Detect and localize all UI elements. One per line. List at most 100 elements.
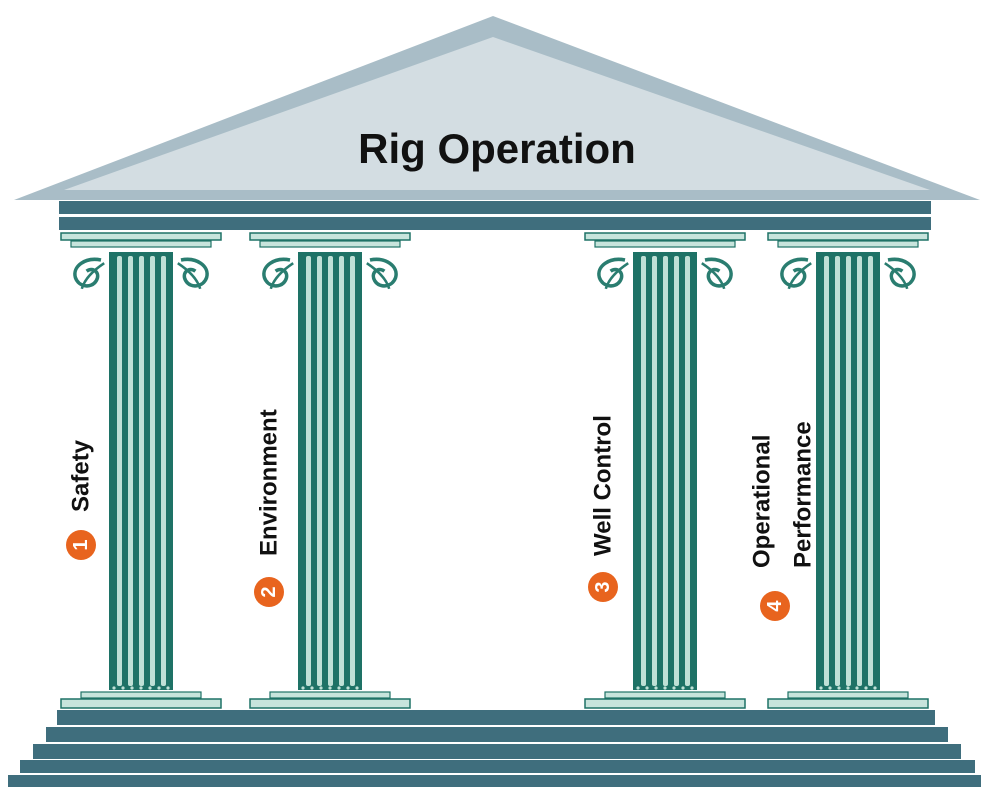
volute-right-icon	[883, 257, 916, 291]
column-flute	[846, 256, 851, 686]
column-echinus	[594, 240, 736, 248]
column-flute	[328, 256, 333, 686]
column-1	[60, 232, 222, 709]
roof-inner	[64, 37, 930, 190]
step-4	[20, 760, 975, 773]
column-base-dot	[328, 686, 332, 690]
badge-number: 3	[592, 581, 614, 592]
pillar-label-text: Well Control	[590, 415, 617, 556]
pillar-label-text: Environment	[256, 409, 283, 556]
column-flute	[161, 256, 166, 686]
column-base-dot	[663, 686, 667, 690]
column-base-dot	[346, 686, 350, 690]
badge-circle	[254, 577, 284, 607]
column-base-dot	[681, 686, 685, 690]
pillar-labels: 1 Safety 2 Environment 3 Well Control 4 Operati…	[66, 409, 817, 621]
column-torus	[787, 691, 909, 699]
column-base-dot	[873, 686, 877, 690]
column-flute	[674, 256, 679, 686]
column-flute	[835, 256, 840, 686]
step-2	[46, 727, 948, 742]
column-base-dot	[319, 686, 323, 690]
column-abacus	[767, 232, 929, 241]
column-flute	[857, 256, 862, 686]
pillar-label-text: Safety	[68, 439, 95, 512]
column-base-dot	[819, 686, 823, 690]
pillar-label-2: 2 Environment	[254, 409, 284, 607]
column-base-dot	[636, 686, 640, 690]
number-badge: 4	[760, 591, 790, 621]
step-3	[33, 744, 961, 759]
number-badge: 1	[66, 530, 96, 560]
column-flute	[117, 256, 122, 686]
steps	[8, 710, 981, 787]
column-base-dot	[148, 686, 152, 690]
volute-left-icon	[597, 257, 630, 291]
column-flute	[128, 256, 133, 686]
badge-number: 2	[258, 586, 280, 597]
roof: Rig Operation	[14, 16, 980, 200]
column-base-dot	[654, 686, 658, 690]
column-plinth	[249, 698, 411, 709]
column-base-dot	[645, 686, 649, 690]
volute-right-icon	[700, 257, 733, 291]
volute-left-icon	[262, 257, 295, 291]
volute-left-icon	[73, 257, 106, 291]
column-echinus	[70, 240, 212, 248]
column-flute	[150, 256, 155, 686]
roof-title: Rig Operation	[358, 125, 636, 172]
pillar-label-text: Operational	[749, 435, 776, 568]
column-echinus	[777, 240, 919, 248]
column-flute	[641, 256, 646, 686]
column-flute	[306, 256, 311, 686]
column-base-dot	[112, 686, 116, 690]
column-3	[584, 232, 746, 709]
column-flute	[339, 256, 344, 686]
column-base-dot	[672, 686, 676, 690]
volute-right-icon	[365, 257, 398, 291]
pillar-label-text: Performance	[790, 421, 817, 568]
badge-circle	[760, 591, 790, 621]
column-base-dot	[337, 686, 341, 690]
badge-number: 4	[764, 600, 786, 612]
column-base-dot	[828, 686, 832, 690]
column-4	[767, 232, 929, 709]
column-base-dot	[301, 686, 305, 690]
column-torus	[604, 691, 726, 699]
column-plinth	[767, 698, 929, 709]
column-base-dot	[690, 686, 694, 690]
column-2	[249, 232, 411, 709]
column-flute	[868, 256, 873, 686]
number-badge: 2	[254, 577, 284, 607]
column-echinus	[259, 240, 401, 248]
badge-circle	[66, 530, 96, 560]
column-abacus	[584, 232, 746, 241]
column-abacus	[60, 232, 222, 241]
number-badge: 3	[588, 572, 618, 602]
column-base-dot	[121, 686, 125, 690]
badge-circle	[588, 572, 618, 602]
pillar-label-3: 3 Well Control	[588, 415, 618, 602]
column-base-dot	[355, 686, 359, 690]
column-abacus	[249, 232, 411, 241]
badge-number: 1	[70, 539, 92, 550]
column-flute	[824, 256, 829, 686]
pillar-label-4: 4 Operational Performance	[749, 421, 817, 621]
column-base-dot	[157, 686, 161, 690]
column-flute	[350, 256, 355, 686]
column-base-dot	[166, 686, 170, 690]
column-base-dot	[837, 686, 841, 690]
column-base-dot	[846, 686, 850, 690]
column-flute	[317, 256, 322, 686]
entablature	[59, 201, 931, 230]
column-plinth	[60, 698, 222, 709]
column-plinth	[584, 698, 746, 709]
column-base-dot	[864, 686, 868, 690]
column-base-dot	[310, 686, 314, 690]
column-flute	[663, 256, 668, 686]
volute-right-icon	[176, 257, 209, 291]
step-5	[8, 775, 981, 787]
columns	[60, 232, 929, 709]
column-flute	[139, 256, 144, 686]
